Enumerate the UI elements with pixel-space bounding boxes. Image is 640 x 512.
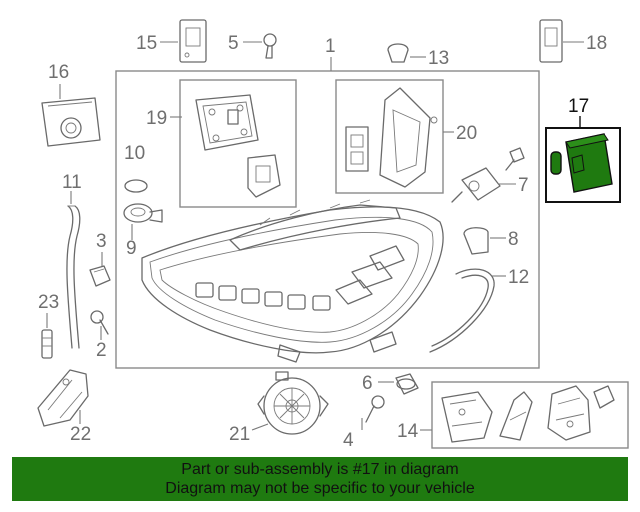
callout-6[interactable]: 6 — [362, 373, 373, 394]
part-1-headlamp-housing[interactable] — [141, 199, 444, 363]
callout-18[interactable]: 18 — [586, 33, 607, 54]
callout-8[interactable]: 8 — [508, 229, 519, 250]
callout-1[interactable]: 1 — [325, 36, 336, 57]
part-11-seal-strip[interactable] — [66, 205, 81, 349]
callout-15[interactable]: 15 — [136, 33, 157, 54]
part-17-led-driver-module[interactable] — [550, 133, 613, 193]
part-15-ballast-module[interactable] — [179, 19, 207, 63]
callout-22[interactable]: 22 — [70, 424, 91, 445]
part-16-control-unit[interactable] — [41, 97, 101, 147]
part-7-actuator[interactable] — [451, 147, 525, 203]
banner-line-2: Diagram may not be specific to your vehi… — [165, 480, 475, 497]
callout-13[interactable]: 13 — [428, 48, 449, 69]
part-4-screw[interactable] — [365, 395, 385, 423]
callout-14[interactable]: 14 — [397, 421, 419, 442]
callout-16[interactable]: 16 — [48, 62, 69, 83]
highlight-frame-17 — [545, 127, 621, 203]
callout-12[interactable]: 12 — [508, 267, 529, 288]
callout-10[interactable]: 10 — [124, 143, 145, 164]
callout-23[interactable]: 23 — [38, 292, 59, 313]
part-2-bolt[interactable] — [90, 310, 109, 335]
part-19-control-board[interactable] — [195, 94, 281, 198]
callout-4[interactable]: 4 — [343, 430, 354, 451]
callout-11[interactable]: 11 — [62, 172, 82, 193]
part-6-grommet[interactable] — [395, 373, 419, 395]
callout-21[interactable]: 21 — [229, 424, 250, 445]
part-23-stud[interactable] — [41, 329, 53, 359]
callout-2[interactable]: 2 — [96, 340, 107, 361]
info-banner: Part or sub-assembly is #17 in diagram D… — [12, 457, 628, 501]
part-3-sensor[interactable] — [89, 265, 111, 287]
callout-3[interactable]: 3 — [96, 231, 107, 252]
callout-7[interactable]: 7 — [518, 175, 529, 196]
part-9-bulb-socket[interactable] — [123, 203, 163, 223]
callout-9[interactable]: 9 — [126, 238, 137, 259]
subframe-14 — [431, 381, 629, 449]
subframe-20 — [335, 79, 444, 194]
part-13-cap[interactable] — [387, 43, 409, 63]
callout-17[interactable]: 17 — [568, 96, 589, 117]
subframe-19 — [179, 79, 297, 208]
part-20-led-module[interactable] — [345, 87, 438, 188]
part-21-fan-module[interactable] — [257, 371, 329, 435]
part-22-bracket[interactable] — [37, 369, 89, 427]
banner-line-1: Part or sub-assembly is #17 in diagram — [181, 461, 459, 478]
leader-21 — [251, 423, 269, 431]
part-14-mounting-brackets[interactable] — [441, 385, 615, 443]
assembly-frame-1 — [115, 70, 540, 369]
callout-19[interactable]: 19 — [146, 108, 167, 129]
callout-5[interactable]: 5 — [228, 33, 239, 54]
callout-20[interactable]: 20 — [456, 123, 477, 144]
part-5-screw[interactable] — [263, 33, 277, 59]
part-12-gasket[interactable] — [429, 268, 495, 353]
part-8-boot[interactable] — [463, 227, 489, 255]
part-10-o-ring[interactable] — [124, 179, 148, 193]
part-18-module[interactable] — [539, 19, 563, 63]
